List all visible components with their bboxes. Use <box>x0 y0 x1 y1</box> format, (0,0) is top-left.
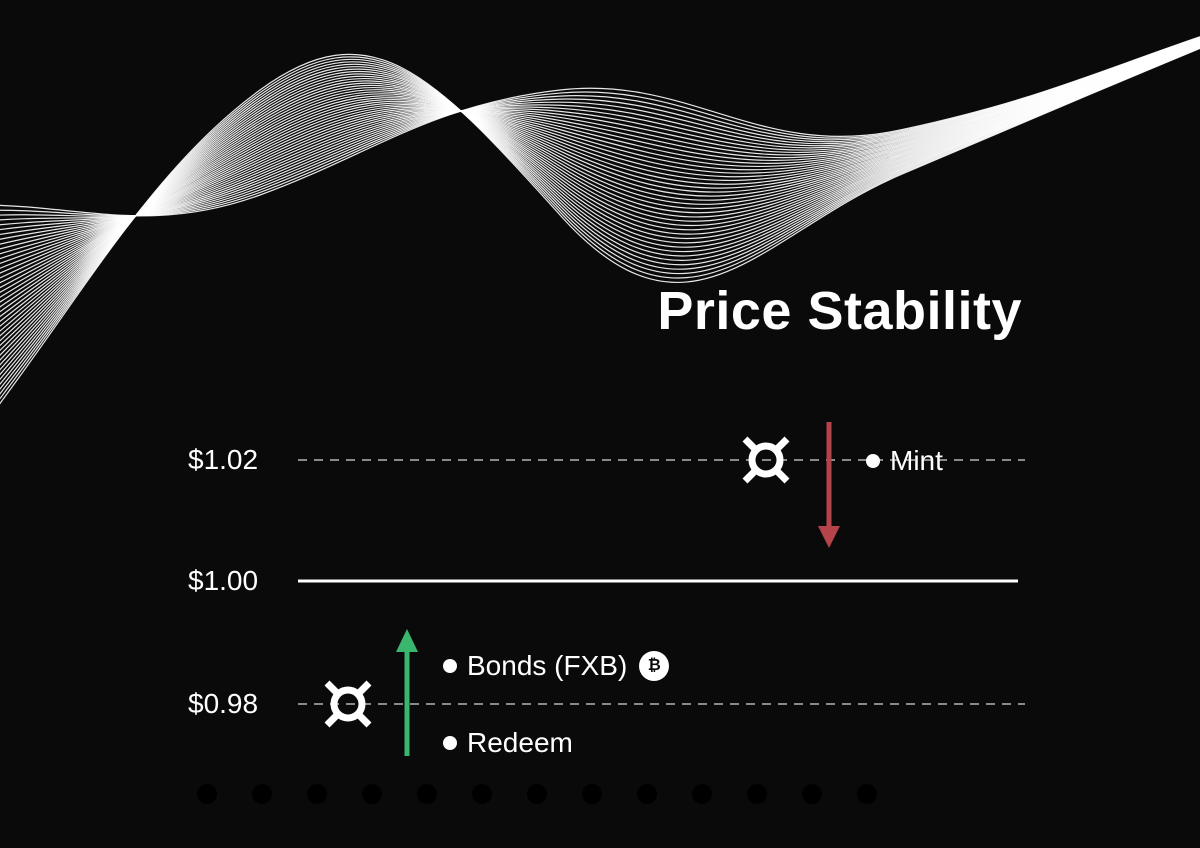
bullet-icon <box>443 659 457 673</box>
decorative-wave-lines <box>0 36 1200 405</box>
down-arrow-icon <box>818 422 840 548</box>
action-redeem: Redeem <box>443 727 573 759</box>
price-label-upper: $1.02 <box>188 444 259 475</box>
wave-line <box>0 36 1200 217</box>
up-arrow-icon <box>396 629 418 756</box>
action-bonds-label: Bonds (FXB) <box>467 650 628 681</box>
wave-line <box>0 45 1200 361</box>
decorative-dot <box>252 784 272 804</box>
action-bonds: Bonds (FXB) ₿ <box>443 650 670 682</box>
bullet-icon <box>443 736 457 750</box>
fxb-bond-icon: ₿ <box>639 651 670 681</box>
decorative-dots <box>197 784 877 804</box>
decorative-dot <box>307 784 327 804</box>
wave-line <box>0 44 1200 352</box>
decorative-dot <box>527 784 547 804</box>
price-label-peg: $1.00 <box>188 565 259 596</box>
price-label-lower: $0.98 <box>188 688 259 719</box>
decorative-dot <box>582 784 602 804</box>
decorative-dot <box>747 784 767 804</box>
page-title: Price Stability <box>657 281 1022 341</box>
wave-line <box>0 44 1200 357</box>
currency-sign-icon-upper <box>742 436 790 484</box>
decorative-dot <box>362 784 382 804</box>
action-mint: Mint <box>866 445 943 477</box>
decorative-dot <box>692 784 712 804</box>
wave-line <box>0 45 1200 366</box>
wave-line <box>0 44 1200 342</box>
decorative-dot <box>857 784 877 804</box>
decorative-dot <box>472 784 492 804</box>
bullet-icon <box>866 454 880 468</box>
wave-line <box>0 36 1200 217</box>
decorative-dot <box>417 784 437 804</box>
decorative-dot <box>197 784 217 804</box>
action-redeem-label: Redeem <box>467 727 573 758</box>
decorative-dot <box>802 784 822 804</box>
action-mint-label: Mint <box>890 445 943 476</box>
currency-sign-icon-lower <box>324 680 372 728</box>
decorative-dot <box>637 784 657 804</box>
